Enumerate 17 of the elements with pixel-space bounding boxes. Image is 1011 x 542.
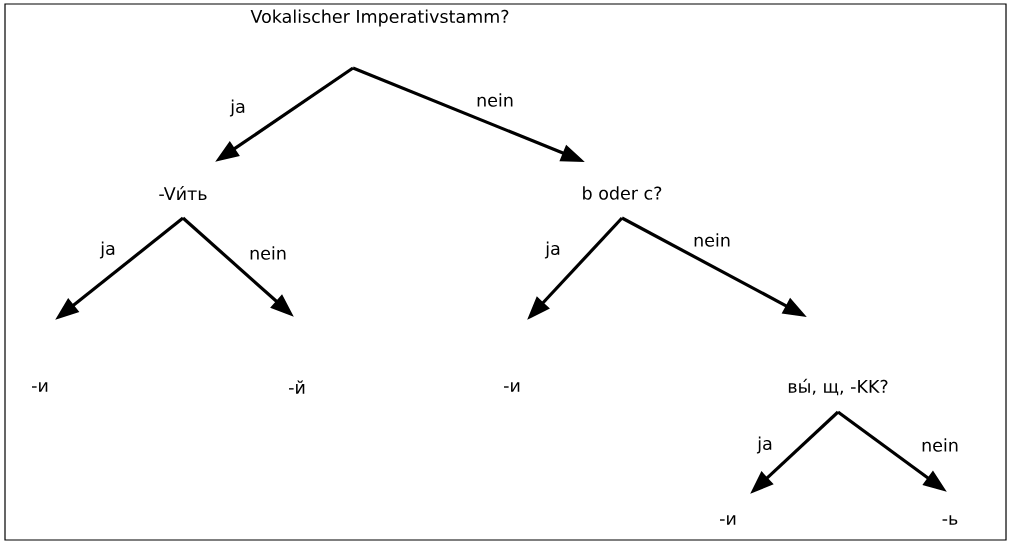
question-text: Vokalischer Imperativstamm? [250,9,509,27]
question-text: вы́, щ, -KK? [788,378,888,396]
edge-label: nein [475,92,515,108]
edge-label: ja [99,240,117,260]
ending-text: -и [32,382,48,392]
question-text: b oder c? [583,186,662,200]
edge-label: ja [756,435,774,455]
edge-label: nein [692,232,732,248]
ending-text: -й [289,380,305,394]
ending-text: -ь [942,515,958,525]
ending-text: -и [720,515,736,525]
edge-label: ja [229,98,247,118]
edge-label: nein [248,245,288,261]
edge-label: ja [544,240,562,260]
question-text: -Vи́ть [159,186,207,200]
ending-text: -и [504,382,520,392]
edge-label: nein [920,437,960,453]
